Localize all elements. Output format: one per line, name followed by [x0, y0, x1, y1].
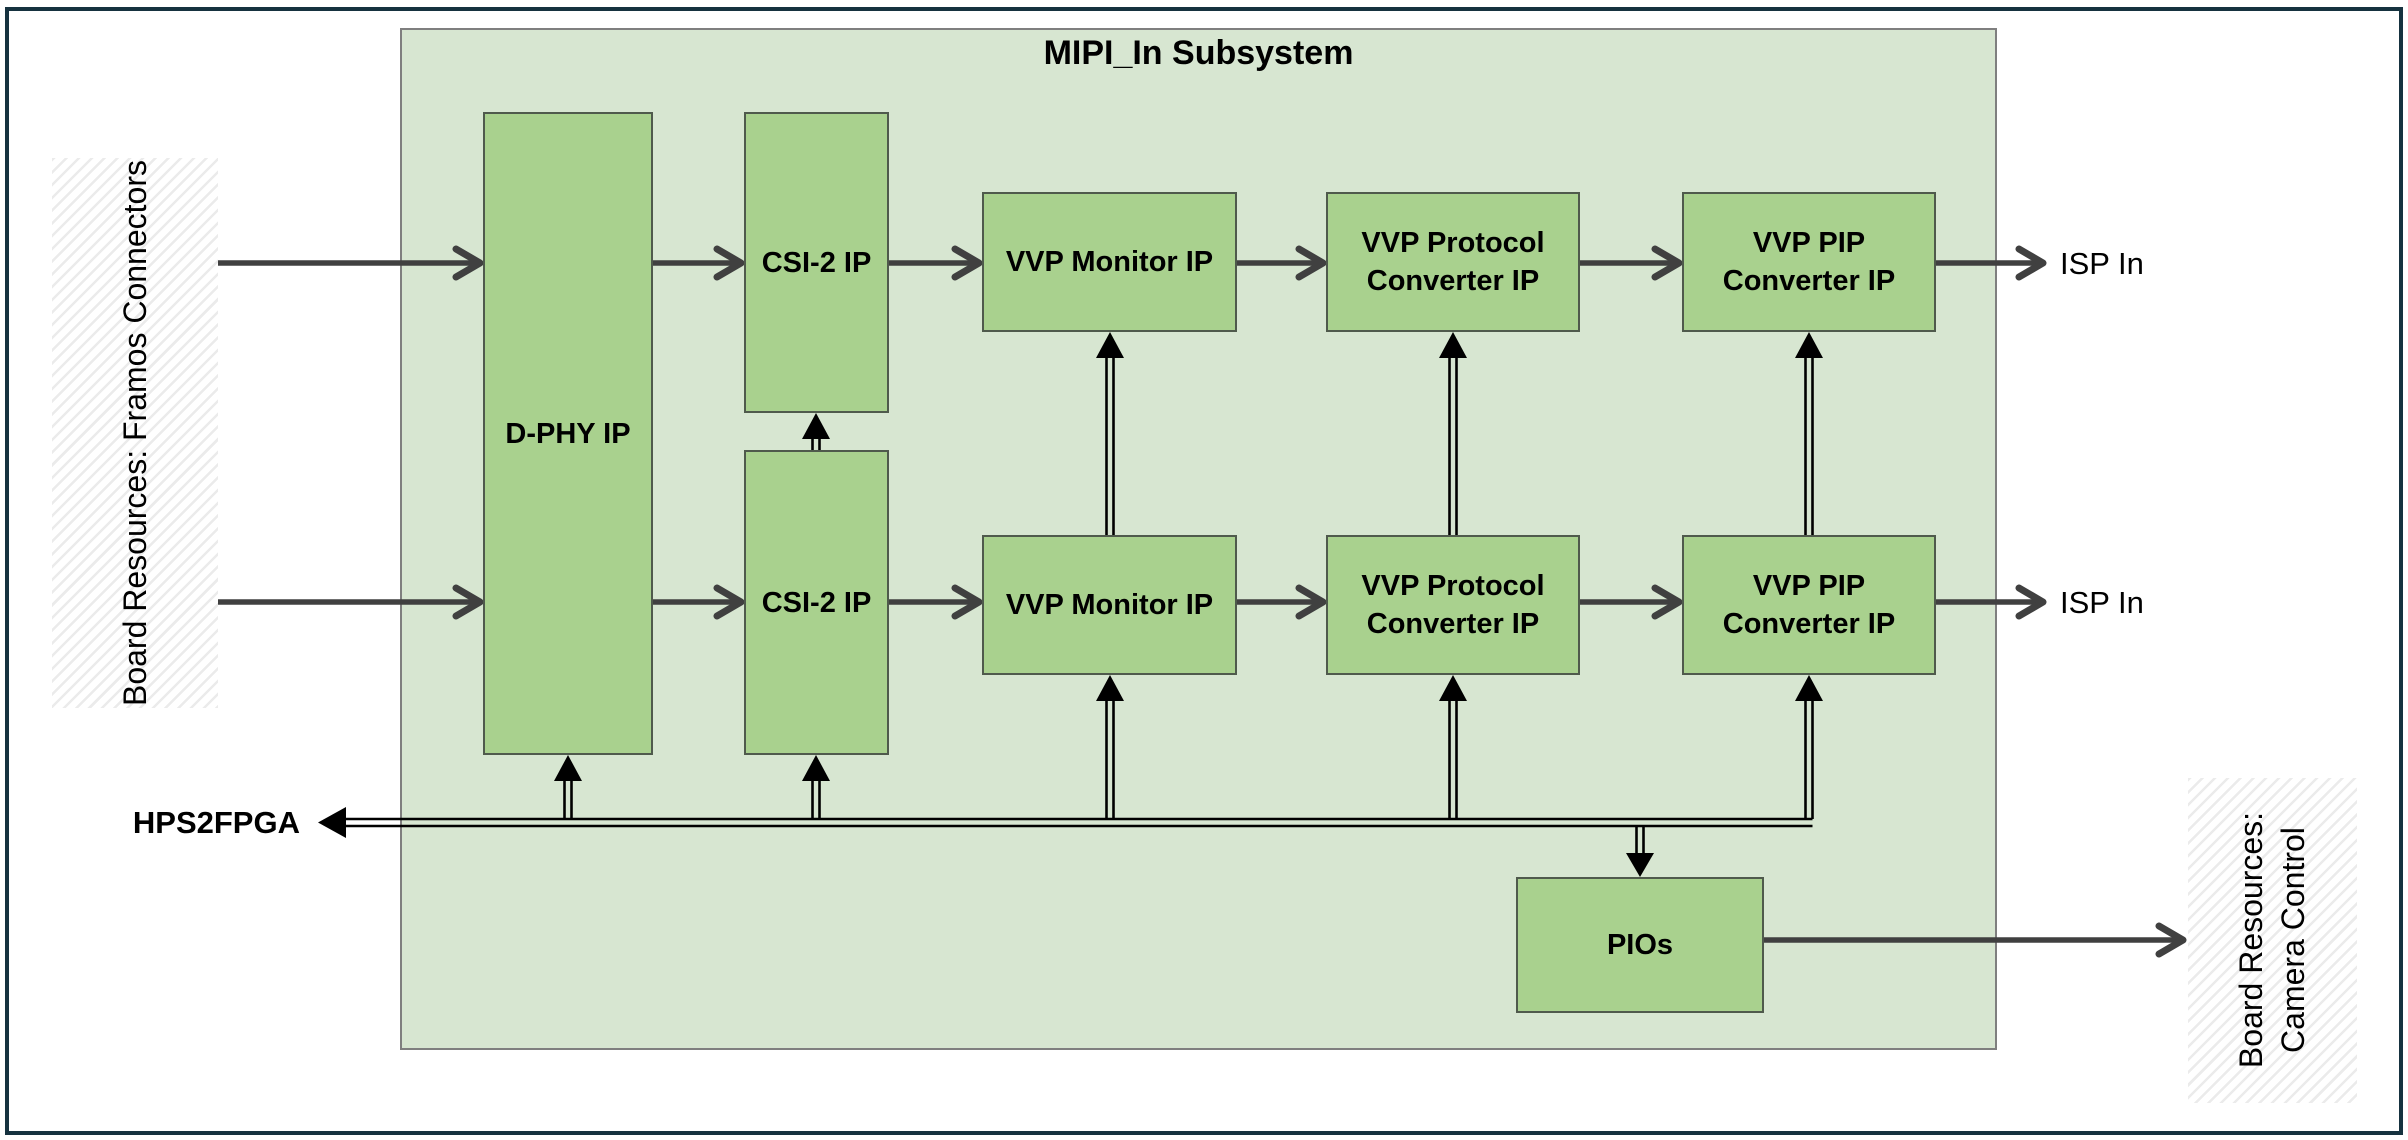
block-pios: PIOs: [1516, 877, 1764, 1013]
framos-connectors-region: [52, 158, 218, 708]
block-vvp-protocol-top: VVP Protocol Converter IP: [1326, 192, 1580, 332]
hps2fpga-label: HPS2FPGA: [132, 805, 300, 840]
block-vvp-pip-bottom: VVP PIP Converter IP: [1682, 535, 1936, 675]
block-csi2-top: CSI-2 IP: [744, 112, 889, 413]
block-dphy: D-PHY IP: [483, 112, 653, 755]
isp-in-label-top: ISP In: [2060, 246, 2144, 281]
block-vvp-monitor-top: VVP Monitor IP: [982, 192, 1237, 332]
camera-control-label-line2: Camera Control: [2275, 827, 2311, 1053]
block-csi2-bottom: CSI-2 IP: [744, 450, 889, 755]
isp-in-label-bottom: ISP In: [2060, 585, 2144, 620]
block-vvp-pip-top: VVP PIP Converter IP: [1682, 192, 1936, 332]
block-vvp-protocol-bottom: VVP Protocol Converter IP: [1326, 535, 1580, 675]
bus-left-arrowhead: [318, 807, 346, 838]
subsystem-title: MIPI_In Subsystem: [1043, 34, 1354, 72]
camera-control-region: [2188, 778, 2357, 1103]
framos-connectors-label: Board Resources: Framos Connectors: [117, 160, 153, 706]
camera-control-label-line1: Board Resources:: [2233, 811, 2269, 1069]
camera-control-label: Board Resources: Camera Control: [2230, 812, 2314, 1068]
block-vvp-monitor-bottom: VVP Monitor IP: [982, 535, 1237, 675]
